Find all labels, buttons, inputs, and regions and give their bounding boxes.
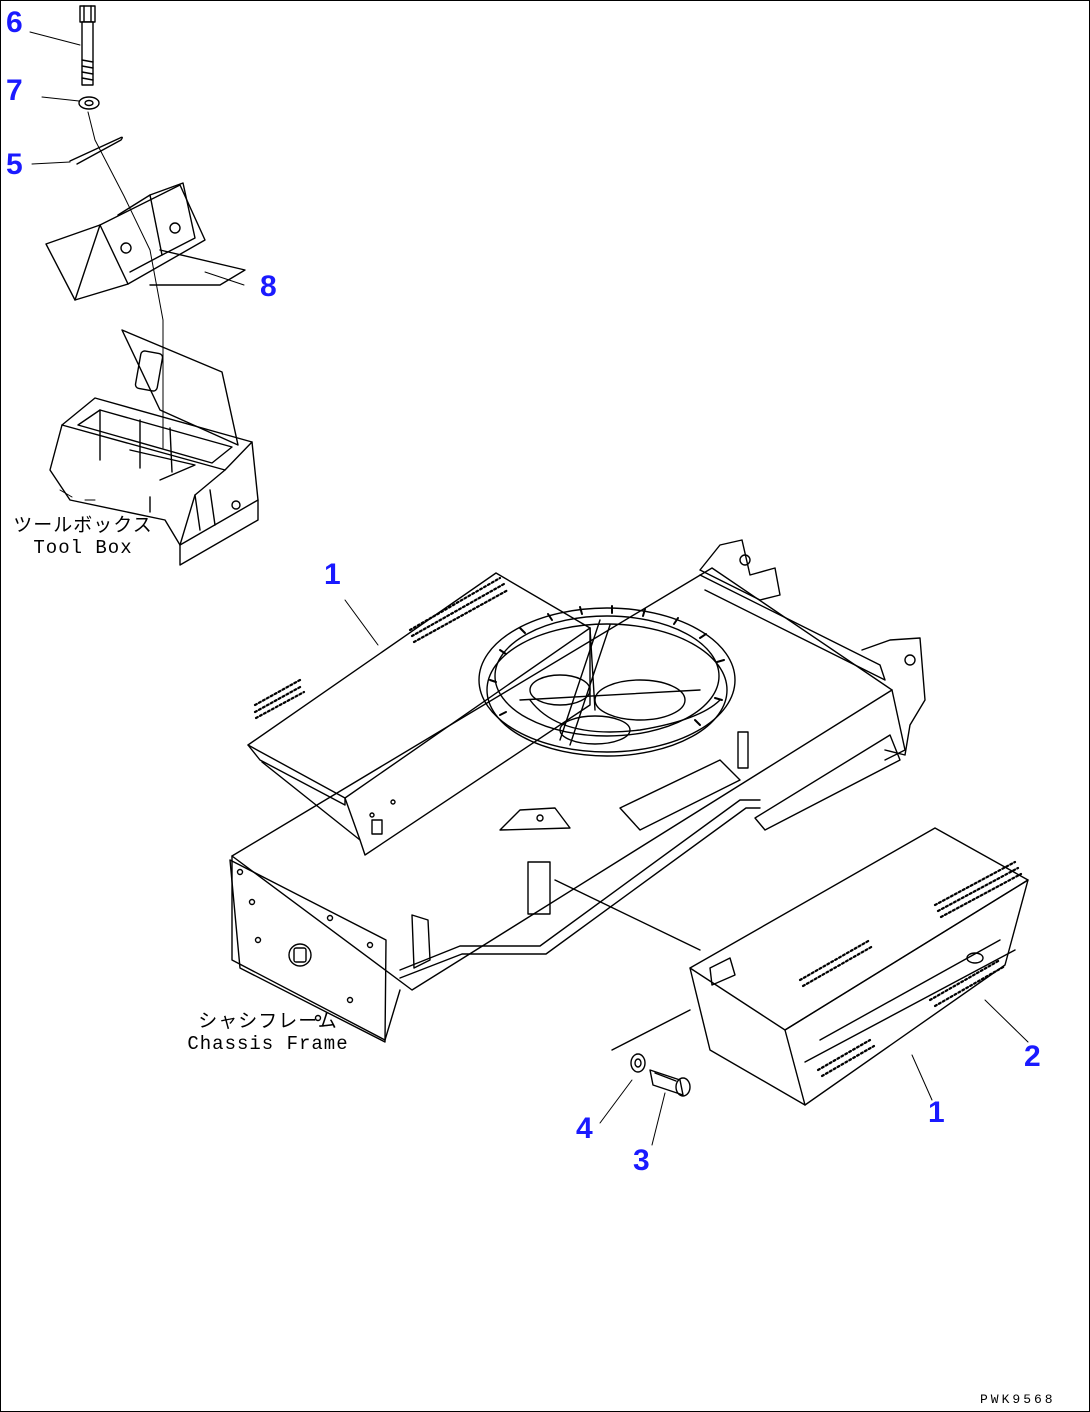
chassis-frame-drawing <box>229 539 926 1043</box>
tool-box-label: ツールボックス Tool Box <box>8 515 158 560</box>
washer-part-4 <box>630 1053 646 1073</box>
tool-box-label-en: Tool Box <box>33 536 133 559</box>
callout-2[interactable]: 2 <box>1024 1040 1041 1073</box>
bolt-part-3 <box>649 1069 691 1097</box>
leader-lines <box>29 31 1029 1146</box>
callout-5[interactable]: 5 <box>6 148 23 181</box>
chassis-frame-label-jp: シャシフレーム <box>198 1011 338 1033</box>
callout-6[interactable]: 6 <box>6 6 23 39</box>
callout-7[interactable]: 7 <box>6 74 23 107</box>
step-part-1-left <box>247 572 596 856</box>
step-part-1-right <box>554 827 1029 1106</box>
callout-1-lower[interactable]: 1 <box>928 1096 945 1129</box>
bolt-part-6 <box>79 5 96 86</box>
chassis-frame-label: シャシフレーム Chassis Frame <box>178 1011 358 1056</box>
washer-part-7 <box>78 96 100 110</box>
callout-1-upper[interactable]: 1 <box>324 558 341 591</box>
tool-box-label-jp: ツールボックス <box>13 515 153 537</box>
drawing-code: PWK9568 <box>980 1392 1056 1407</box>
wire-part-5 <box>69 136 123 165</box>
callout-4[interactable]: 4 <box>576 1112 593 1145</box>
callout-8[interactable]: 8 <box>260 270 277 303</box>
chassis-frame-label-en: Chassis Frame <box>187 1032 349 1055</box>
callout-3[interactable]: 3 <box>633 1144 650 1177</box>
tool-box-drawing <box>49 329 259 566</box>
bracket-part-8 <box>45 182 246 301</box>
